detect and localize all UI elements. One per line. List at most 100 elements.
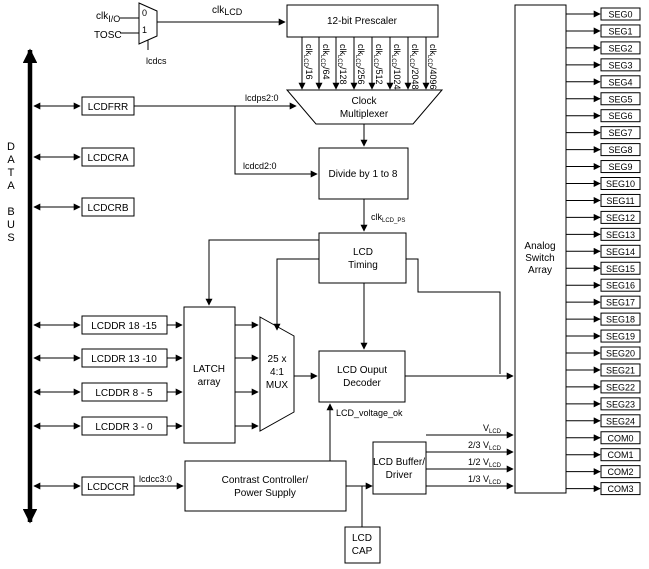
output-pin-label: SEG9 xyxy=(608,162,632,172)
register-lcddr-8-5: LCDDR 8 - 5 xyxy=(81,382,168,402)
output-pin-box xyxy=(600,431,641,445)
lcd-buffer-driver-block xyxy=(372,441,427,495)
output-pin-label: SEG20 xyxy=(606,349,635,359)
data-bus-letter: S xyxy=(7,232,14,244)
lcd-timing-block xyxy=(318,232,407,284)
clock-mux-line2: Multiplexer xyxy=(340,109,389,120)
clock-multiplexer xyxy=(285,89,444,125)
lcdps-label: lcdps2:0 xyxy=(245,93,279,103)
prescaler-block xyxy=(286,4,439,38)
buffer-line2: Driver xyxy=(386,470,413,481)
vlcd-label: 1/2 VLCD xyxy=(468,457,502,469)
data-bus-label: D A T A B U S xyxy=(7,141,15,244)
latch-array-block xyxy=(183,306,236,444)
register-label: LCDDR 13 -10 xyxy=(91,354,157,365)
clock-source-mux xyxy=(138,2,158,45)
clock-mux-line1: Clock xyxy=(351,96,377,107)
output-pin-box xyxy=(600,227,641,241)
output-pin-box xyxy=(600,210,641,224)
output-pin-box xyxy=(600,193,641,207)
output-pin-label: COM0 xyxy=(607,433,633,443)
latch-mux-links xyxy=(235,321,259,430)
decoder-line2: Decoder xyxy=(343,378,381,389)
output-pin-box xyxy=(600,363,641,377)
output-pin-label: SEG17 xyxy=(606,298,635,308)
output-pin-label: SEG18 xyxy=(606,315,635,325)
lcdcd-label: lcdcd2:0 xyxy=(243,161,277,171)
divide-label: Divide by 1 to 8 xyxy=(329,169,398,180)
output-pin-box xyxy=(600,482,641,496)
segment-mux-25x4 xyxy=(259,316,295,432)
output-pin-box xyxy=(600,126,641,140)
lcd-voltage-ok-label: LCD_voltage_ok xyxy=(336,408,403,418)
output-pin-label: SEG7 xyxy=(608,128,632,138)
data-bus-letter: D xyxy=(7,141,15,153)
tosc-label: TOSC xyxy=(94,30,122,41)
output-pin-label: SEG4 xyxy=(608,77,632,87)
contrast-line1: Contrast Controller/ xyxy=(222,475,309,486)
output-pin-box xyxy=(600,160,641,174)
register-lcdcra: LCDCRA xyxy=(81,147,135,167)
register-label: LCDDR 3 - 0 xyxy=(95,422,153,433)
tap-label: clkLCD/1024 xyxy=(390,44,402,90)
contrast-controller-block xyxy=(184,460,347,512)
vlcd-arrows xyxy=(426,431,514,490)
output-pin-box xyxy=(600,58,641,72)
divide-block xyxy=(318,147,409,200)
output-pin-label: COM2 xyxy=(607,467,633,477)
output-pin-box xyxy=(600,244,641,258)
vlcd-label: 1/3 VLCD xyxy=(468,474,502,486)
output-pin-label: SEG11 xyxy=(606,196,634,206)
tap-label: clkLCD/2048 xyxy=(408,44,420,90)
tap-label: clkLCD/512 xyxy=(372,44,384,85)
lcdcs-label: lcdcs xyxy=(146,56,167,66)
output-pin-label: SEG3 xyxy=(608,60,632,70)
data-bus-letter: A xyxy=(7,154,15,166)
output-pin-label: SEG19 xyxy=(606,332,635,342)
register-lcddr-18-15: LCDDR 18 -15 xyxy=(81,315,168,335)
output-pin-box xyxy=(600,261,641,275)
clk-lcd-ps-label: clkLCD_PS xyxy=(371,212,405,224)
output-pin-label: SEG1 xyxy=(608,26,632,36)
output-pin-box xyxy=(600,295,641,309)
data-bus-letter: B xyxy=(7,206,14,218)
switch-line3: Array xyxy=(528,265,552,276)
bus-register-arrows xyxy=(33,102,81,490)
output-pin-box xyxy=(600,329,641,343)
output-pin-box xyxy=(600,75,641,89)
switch-line2: Switch xyxy=(525,253,554,264)
output-pin-label: SEG16 xyxy=(606,281,635,291)
output-pin-box xyxy=(600,278,641,292)
vlcd-label: 2/3 VLCD xyxy=(468,440,502,452)
lcddr-latch-links xyxy=(167,321,183,430)
data-bus-letter: A xyxy=(7,180,15,192)
output-pin-box xyxy=(600,448,641,462)
output-pin-box xyxy=(600,109,641,123)
register-lcdcrb: LCDCRB xyxy=(81,197,135,217)
output-pin-box xyxy=(600,346,641,360)
output-pin-box xyxy=(600,92,641,106)
data-bus-letter: T xyxy=(8,167,15,179)
register-lcdfrr: LCDFRR xyxy=(81,96,135,116)
output-pin-box xyxy=(600,465,641,479)
output-decoder-block xyxy=(318,350,406,403)
prescaler-taps xyxy=(298,37,430,90)
output-pin-box xyxy=(600,177,641,190)
cap-line2: CAP xyxy=(352,546,373,557)
output-pin-label: SEG5 xyxy=(608,94,632,104)
clk-io-label: clkI/O xyxy=(96,11,120,24)
lcd-timing-line2: Timing xyxy=(348,260,378,271)
lcd-cap-block xyxy=(344,526,381,564)
mux-bit-1: 1 xyxy=(142,25,147,35)
tap-label: clkLCD/4096 xyxy=(426,44,438,90)
lcd-timing-line1: LCD xyxy=(353,247,373,258)
output-pin-box xyxy=(600,312,641,326)
output-pin-label: SEG12 xyxy=(606,213,635,223)
output-pin-label: SEG2 xyxy=(608,43,632,53)
register-label: LCDCRB xyxy=(87,203,128,214)
output-pin-label: SEG14 xyxy=(606,247,635,257)
register-label: LCDFRR xyxy=(88,102,129,113)
buffer-line1: LCD Buffer/ xyxy=(373,457,425,468)
output-pin-label: SEG24 xyxy=(606,416,635,426)
clk-lcd-label: clkLCD xyxy=(212,5,243,17)
